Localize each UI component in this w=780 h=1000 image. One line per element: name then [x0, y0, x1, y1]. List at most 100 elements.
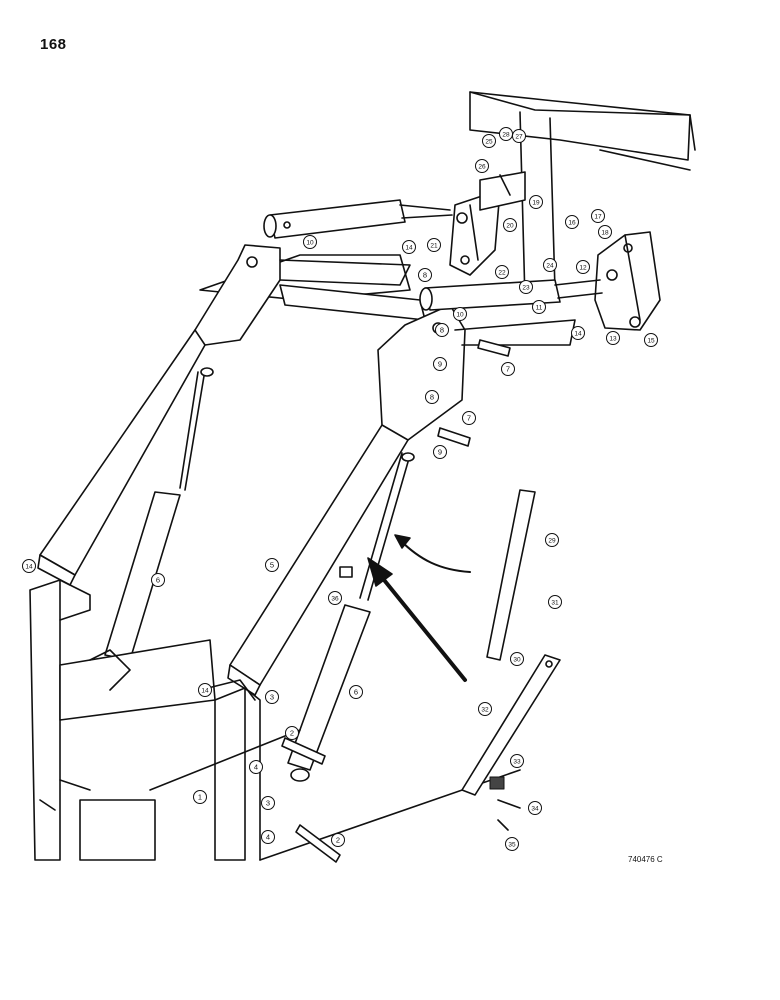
callout-circle [529, 195, 543, 209]
callout-32: 32 [478, 702, 492, 716]
callout-circle [249, 760, 263, 774]
decal [339, 566, 353, 578]
callout-35: 35 [505, 837, 519, 851]
callout-24: 24 [543, 258, 557, 272]
callout-circle [303, 235, 317, 249]
callout-circle [475, 159, 489, 173]
callout-label: 7 [506, 365, 510, 374]
callout-16: 16 [565, 215, 579, 229]
callout-18: 18 [598, 225, 612, 239]
callout-33: 33 [510, 754, 524, 768]
callout-7: 7 [462, 411, 476, 425]
callout-label: 3 [266, 799, 270, 808]
mast-frame-right [199, 679, 261, 861]
callout-label: 7 [467, 414, 471, 423]
guard-tube [486, 489, 536, 661]
callout-circle [510, 754, 524, 768]
callout-label: 10 [306, 240, 314, 247]
callout-circle [198, 683, 212, 697]
callout-27: 27 [512, 129, 526, 143]
callout-circle [261, 830, 275, 844]
callout-label: 18 [601, 230, 609, 237]
callout-31: 31 [548, 595, 562, 609]
callout-circle [433, 357, 447, 371]
callout-6: 6 [349, 685, 363, 699]
callout-label: 21 [430, 243, 438, 250]
callout-circle [519, 280, 533, 294]
callout-label: 14 [25, 564, 33, 571]
callout-label: 17 [594, 214, 602, 221]
callout-circle [349, 685, 363, 699]
callout-circle [331, 833, 345, 847]
callout-label: 8 [423, 271, 427, 280]
callout-circle [499, 127, 513, 141]
callout-label: 1 [198, 793, 202, 802]
callout-circle [22, 559, 36, 573]
callout-label: 6 [156, 576, 160, 585]
callout-circle [532, 300, 546, 314]
mast-frame-left [29, 579, 216, 861]
mounting-bracket-left [449, 189, 501, 276]
mounting-bracket-right [594, 231, 661, 331]
callout-label: 29 [548, 538, 556, 545]
callout-circle [427, 238, 441, 252]
callout-circle [478, 702, 492, 716]
callout-circle [265, 690, 279, 704]
callout-circle [545, 533, 559, 547]
callout-8: 8 [425, 390, 439, 404]
callout-label: 6 [354, 688, 358, 697]
attachment-plate [469, 91, 696, 301]
callout-label: 14 [574, 331, 582, 338]
lift-cylinder-right [287, 452, 415, 782]
direction-arrow-lower [367, 557, 467, 682]
callout-label: 2 [290, 729, 294, 738]
clevis-pin [497, 799, 521, 809]
callout-label: 26 [478, 164, 486, 171]
callout-label: 4 [254, 763, 258, 772]
callout-29: 29 [545, 533, 559, 547]
callout-label: 24 [546, 263, 554, 270]
callout-15: 15 [644, 333, 658, 347]
callout-19: 19 [529, 195, 543, 209]
callout-1: 1 [193, 790, 207, 804]
callout-label: 14 [405, 245, 413, 252]
callout-circle [433, 445, 447, 459]
callout-2: 2 [285, 726, 299, 740]
callout-circle [402, 240, 416, 254]
callout-label: 3 [270, 693, 274, 702]
callout-circle [510, 652, 524, 666]
callout-6: 6 [151, 573, 165, 587]
callout-label: 4 [266, 833, 270, 842]
callout-label: 8 [430, 393, 434, 402]
callout-circle [543, 258, 557, 272]
callout-circle [501, 362, 515, 376]
callout-label: 8 [440, 326, 444, 335]
callout-12: 12 [576, 260, 590, 274]
callout-label: 28 [502, 132, 510, 139]
callout-10: 10 [303, 235, 317, 249]
lower-pin-front [281, 737, 326, 765]
callouts: 1223344566778889910101112131414141415161… [22, 127, 658, 851]
callout-circle [151, 573, 165, 587]
callout-23: 23 [519, 280, 533, 294]
callout-label: 5 [270, 561, 274, 570]
callout-36: 36 [328, 591, 342, 605]
callout-circle [565, 215, 579, 229]
stand-bar [461, 654, 561, 796]
callout-circle [435, 323, 449, 337]
callout-17: 17 [591, 209, 605, 223]
callout-20: 20 [503, 218, 517, 232]
callout-26: 26 [475, 159, 489, 173]
callout-11: 11 [532, 300, 546, 314]
callout-label: 32 [481, 707, 489, 714]
callout-label: 2 [336, 836, 340, 845]
callout-3: 3 [261, 796, 275, 810]
mounting-bracket-center [479, 171, 526, 211]
callout-14: 14 [22, 559, 36, 573]
callout-label: 9 [438, 448, 442, 457]
callout-circle [495, 265, 509, 279]
callout-circle [482, 134, 496, 148]
callout-4: 4 [249, 760, 263, 774]
callout-10: 10 [453, 307, 467, 321]
